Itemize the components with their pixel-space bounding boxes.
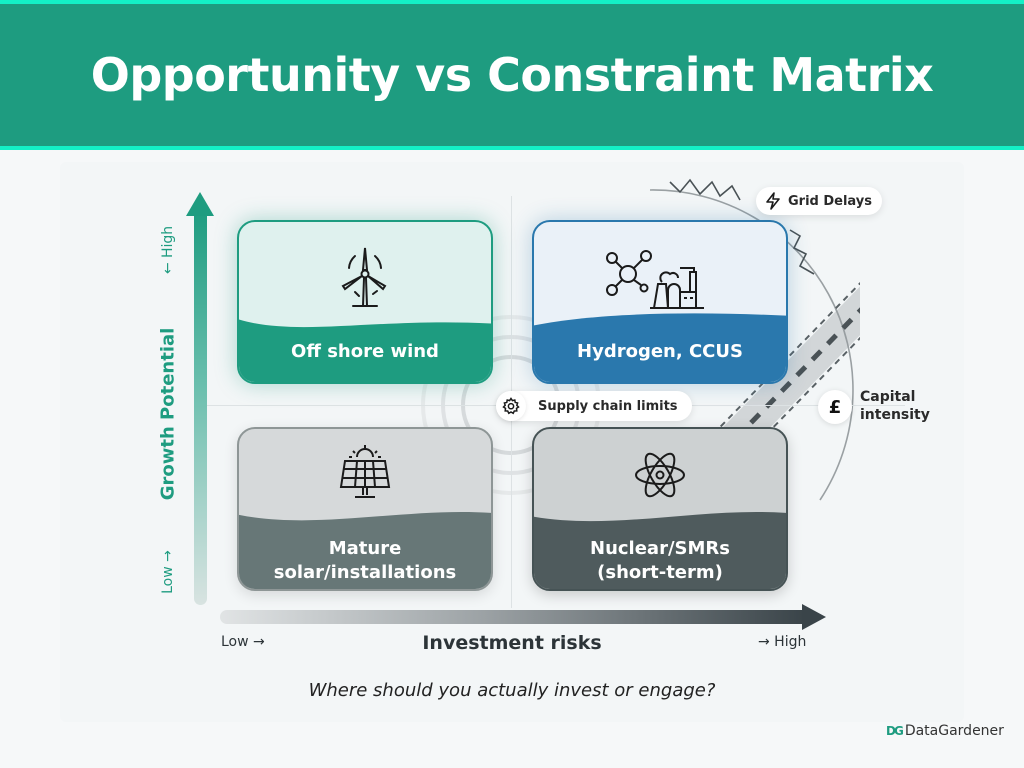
atom-icon (635, 452, 685, 498)
constraint-grid-delays: Grid Delays (756, 187, 883, 215)
x-axis-bar (220, 610, 805, 624)
constraint-label-line2: intensity (860, 407, 930, 423)
quadrant-label: Off shore wind (291, 341, 439, 362)
quadrant-label-line1: Mature (328, 538, 402, 559)
quadrant-label-line1: Nuclear/SMRs (590, 538, 730, 559)
constraint-label: Supply chain limits (538, 398, 678, 414)
header-banner: Opportunity vs Constraint Matrix (0, 0, 1024, 150)
quadrant-nuclear-smrs[interactable]: Nuclear/SMRs (short-term) (532, 427, 788, 591)
constraint-label: Grid Delays (788, 193, 873, 209)
constraint-label-line1: Capital (860, 389, 916, 405)
footer-question: Where should you actually invest or enga… (308, 680, 716, 701)
quadrant-offshore-wind[interactable]: Off shore wind (237, 220, 493, 384)
quadrant-label-line2: solar/installations (273, 562, 457, 583)
quadrant-label-line2: (short-term) (597, 562, 723, 583)
brand-logo: DG DataGardener (886, 723, 1004, 739)
y-axis-bar (194, 210, 207, 605)
molecule-factory-icon (606, 250, 704, 309)
x-axis-high-label: → High (758, 634, 807, 650)
wave-band (239, 511, 491, 589)
constraint-supply-chain: Supply chain limits (496, 391, 692, 421)
solar-panel-icon (339, 445, 391, 498)
datagardener-logo-icon: DG (886, 724, 904, 738)
wave-band (239, 319, 491, 382)
x-axis-arrowhead (802, 604, 826, 630)
page-title: Opportunity vs Constraint Matrix (90, 48, 934, 102)
quadrant-hydrogen-ccus[interactable]: Hydrogen, CCUS (532, 220, 788, 384)
wave-band (534, 313, 786, 382)
pound-icon: £ (818, 390, 852, 424)
y-axis-title: Growth Potential (157, 327, 179, 501)
y-axis-low-label: Low → (160, 550, 176, 594)
quadrant-mature-solar[interactable]: Mature solar/installations (237, 427, 493, 591)
wind-turbine-icon (341, 247, 387, 307)
y-axis-arrowhead (186, 192, 214, 216)
lightning-icon (766, 192, 780, 210)
wave-band (534, 511, 786, 589)
y-axis-high-label: ← High (160, 225, 176, 275)
quadrant-label: Hydrogen, CCUS (577, 341, 743, 362)
x-axis-title: Investment risks (422, 632, 602, 654)
constraint-capital-intensity: Capital intensity (860, 388, 930, 424)
x-axis-low-label: Low → (221, 634, 265, 650)
gear-icon (496, 391, 526, 421)
brand-name: DataGardener (904, 723, 1004, 739)
